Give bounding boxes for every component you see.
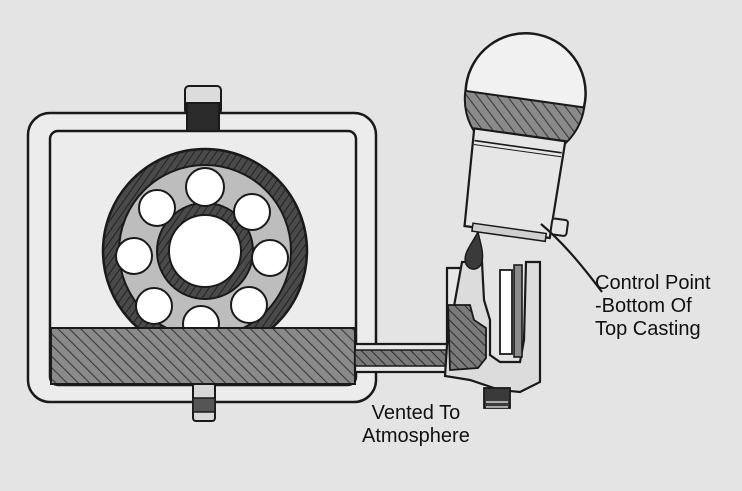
oil-drop: [465, 232, 482, 269]
bearing-ball: [136, 288, 172, 324]
control-point-line-3: Top Casting: [595, 318, 711, 341]
vented-line-1: Vented To: [362, 402, 470, 425]
control-point-line-1: Control Point: [595, 272, 711, 295]
vented-line-2: Atmosphere: [362, 425, 470, 448]
bearing-ball: [116, 238, 152, 274]
bearing-ball: [186, 168, 224, 206]
bearing-ball: [231, 287, 267, 323]
oiler-top-casting: [446, 25, 593, 244]
control-point-label: Control Point -Bottom Of Top Casting: [595, 272, 711, 341]
control-point-line-2: -Bottom Of: [595, 295, 711, 318]
bearing-ball: [139, 190, 175, 226]
bearing-ball: [234, 194, 270, 230]
bearing-bore: [169, 215, 241, 287]
bearing-ball: [252, 240, 288, 276]
ball-bearing: [103, 149, 307, 353]
drain-plug: [193, 383, 215, 421]
housing-oil-level: [51, 328, 355, 384]
oiler-body: [445, 262, 540, 408]
vented-label: Vented To Atmosphere: [362, 402, 470, 448]
top-vent-plug: [185, 86, 221, 131]
